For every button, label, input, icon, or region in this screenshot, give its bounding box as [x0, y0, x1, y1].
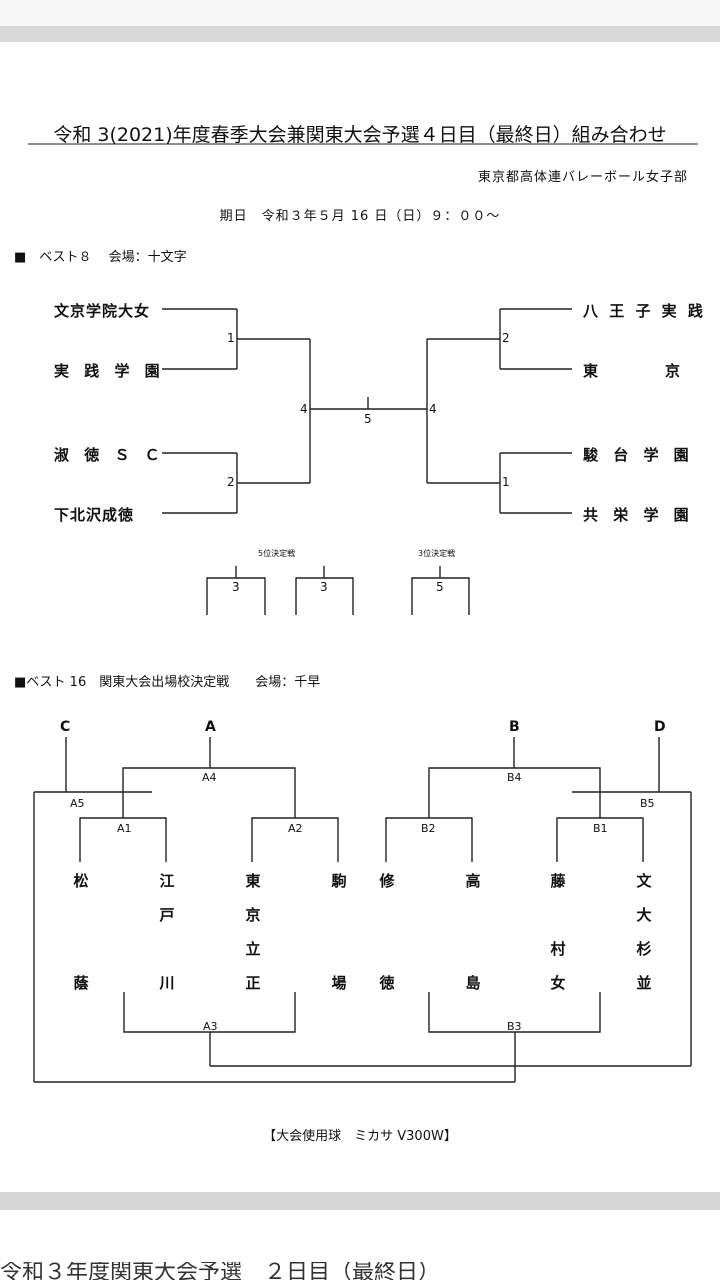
team-shoin: 松​​蔭 — [73, 872, 89, 992]
match-label-a2: A2 — [288, 822, 303, 835]
organizer: 東京都高体連バレーボール女子部 — [477, 170, 688, 185]
match-number: 2 — [227, 475, 235, 489]
top-bar — [0, 0, 720, 26]
team-edogawa: 江戸​川 — [159, 872, 175, 992]
team-tokyo-part1: 東 — [583, 362, 600, 380]
match-number: 2 — [502, 331, 510, 345]
match-label-b4: B4 — [507, 771, 522, 784]
team-jissen-gakuen: 実 践 学 園 — [54, 362, 165, 380]
team-shukutoku-sc: 淑 徳 Ｓ Ｃ — [54, 446, 165, 464]
match-label-a1: A1 — [117, 822, 132, 835]
team-bundai-suginami: 文大杉並 — [636, 872, 652, 992]
placement-number: 5 — [436, 580, 444, 594]
team-kyoei-gakuen: 共 栄 学 園 — [583, 506, 694, 524]
match-number: 1 — [227, 331, 235, 345]
group-a: A — [205, 719, 216, 735]
team-shutoku: 修​​徳 — [379, 872, 395, 992]
team-hachioji-jissen: 八 王 子 実 践 — [583, 302, 706, 320]
next-page-title: 令和３年度関東大会予選 ２日目（最終日） — [0, 1262, 441, 1280]
ball-note: 【大会使用球 ミカサ V300W】 — [263, 1129, 457, 1144]
match-label-a4: A4 — [202, 771, 217, 784]
group-d: D — [654, 719, 666, 735]
team-komaba: 駒​​場 — [331, 872, 347, 992]
match-label-b2: B2 — [421, 822, 436, 835]
next-page[interactable] — [0, 1210, 720, 1280]
team-sundai-gakuen: 駿 台 学 園 — [583, 446, 694, 464]
team-tokyo-part2: 京 — [665, 362, 682, 380]
team-shimokitazawa: 下北沢成徳 — [54, 506, 135, 524]
match-label-a5: A5 — [70, 797, 85, 810]
page-gap — [0, 1192, 720, 1210]
team-tokyo-rissho: 東京立正 — [245, 872, 261, 992]
third-place-label: 3位決定戦 — [418, 549, 456, 558]
match-number: 5 — [364, 412, 372, 426]
match-label-a3: A3 — [203, 1020, 218, 1033]
team-bunkyo-gakuin: 文京学院大女 — [54, 302, 151, 320]
team-takashima: 高​​島 — [465, 872, 481, 992]
document-title: 令和 3(2021)年度春季大会兼関東大会予選４日目（最終日）組み合わせ — [53, 124, 667, 146]
best16-heading: ■ベスト 16 関東大会出場校決定戦 会場：千早 — [14, 675, 321, 690]
match-label-b5: B5 — [640, 797, 655, 810]
placement-number: 3 — [320, 580, 328, 594]
placement-number: 3 — [232, 580, 240, 594]
date-line: 期日 令和３年５月 16 日（日）９：００～ — [219, 209, 501, 224]
group-c: C — [60, 719, 71, 735]
match-label-b3: B3 — [507, 1020, 522, 1033]
team-fujimura: 藤​村女 — [550, 872, 566, 992]
fifth-place-label: 5位決定戦 — [258, 549, 296, 558]
match-number: 1 — [502, 475, 510, 489]
match-label-b1: B1 — [593, 822, 608, 835]
top-divider — [0, 26, 720, 42]
best8-heading: ■ ベスト８ 会場：十文字 — [14, 250, 187, 265]
match-number: 4 — [300, 402, 308, 416]
group-b: B — [509, 719, 520, 735]
match-number: 4 — [429, 402, 437, 416]
